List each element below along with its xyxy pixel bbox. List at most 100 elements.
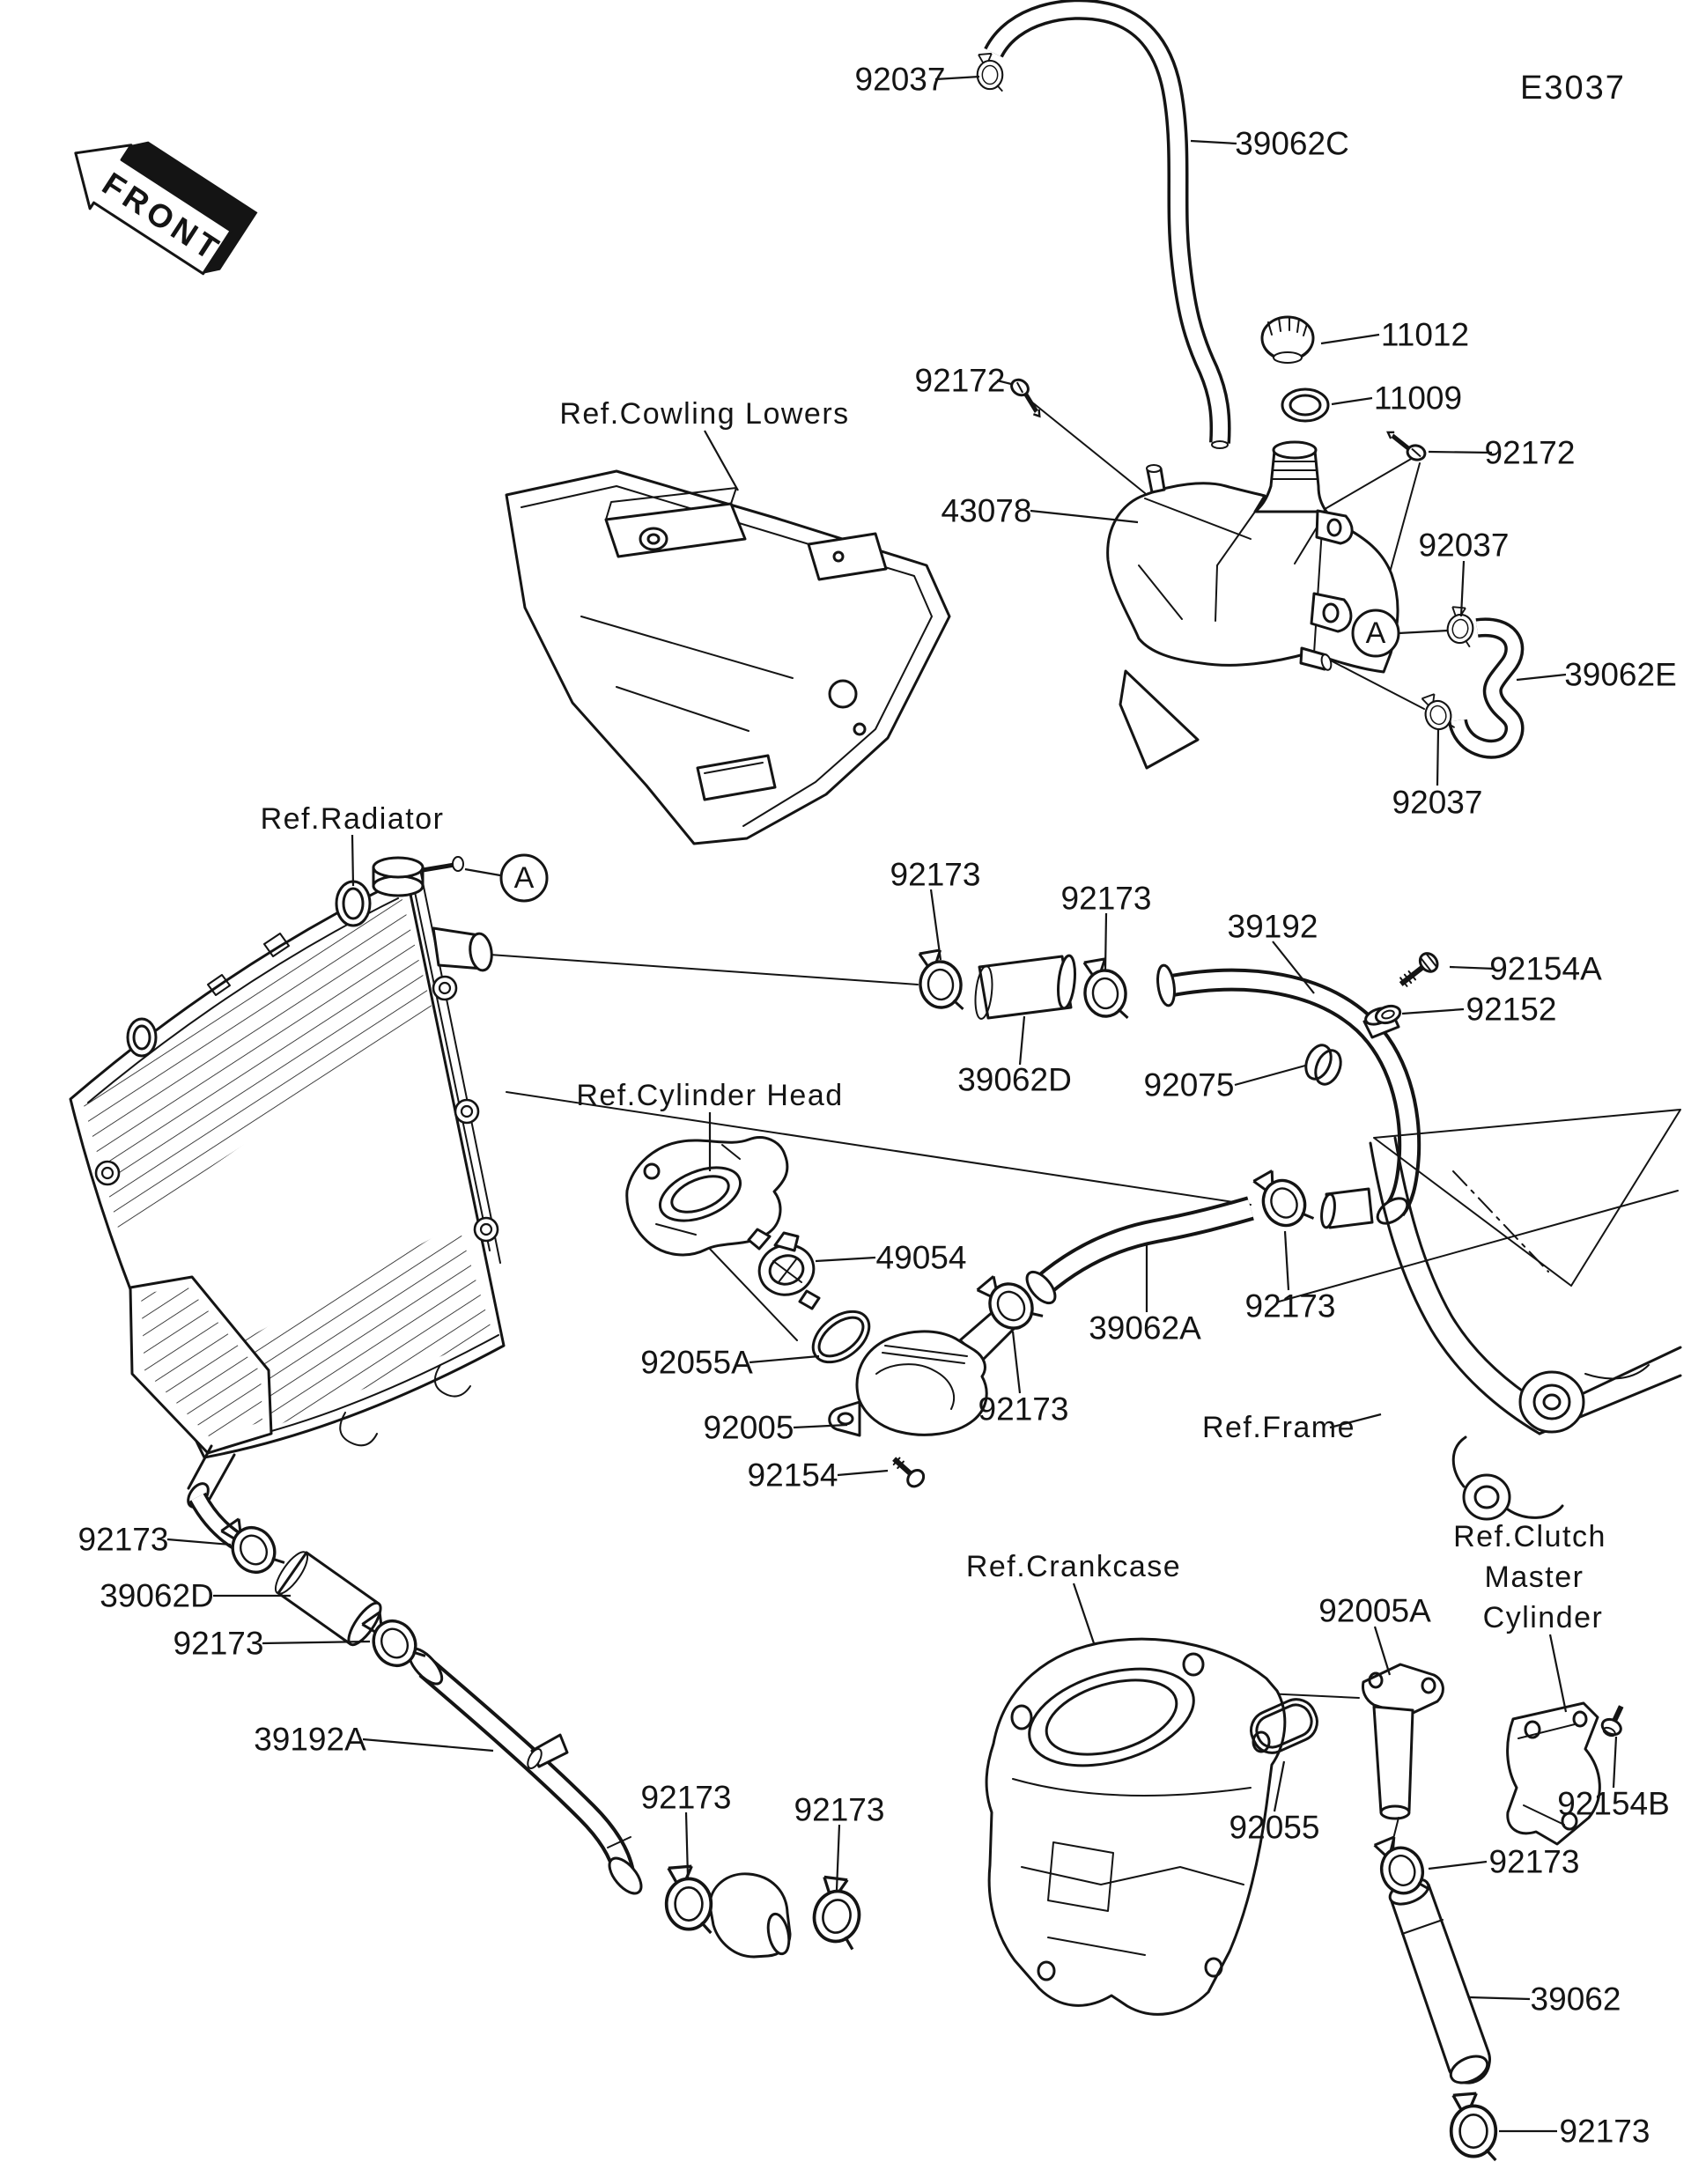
ref-cylinder-head: Ref.Cylinder Head: [576, 1079, 843, 1112]
front-arrow-face: [74, 144, 233, 276]
thermostat-49054: [747, 1228, 821, 1310]
part-label-92173-rad2: 92173: [174, 1626, 264, 1662]
tube-39062d-mid: [974, 954, 1076, 1020]
part-label-92173-bl1: 92173: [641, 1780, 732, 1816]
radiator-mount-ring: [126, 1017, 158, 1058]
cap-11012: [1260, 315, 1315, 364]
oring-92055: [1250, 1698, 1318, 1754]
part-label-92075-leader: [1234, 1064, 1306, 1087]
elbow-39062b: [708, 1872, 792, 1959]
reserve-tank-43078: [1106, 440, 1399, 674]
callout-a-tank-letter: A: [1366, 616, 1386, 650]
part-label-92037-bottom-leader: [1436, 728, 1440, 786]
part-label-92173-bl1-leader: [684, 1811, 690, 1878]
part-label-92154a: 92154A: [1489, 951, 1602, 987]
bolt-92154b: [1600, 1705, 1624, 1738]
front-arrow-extrusion: [122, 141, 258, 274]
radiator-filler-neck: [372, 856, 464, 897]
ref-clutch-line1: Ref.Clutch: [1453, 1520, 1606, 1553]
part-label-92152-leader: [1401, 1007, 1465, 1015]
part-label-39192a: 39192A: [254, 1722, 366, 1758]
part-label-92173-bottom: 92173: [1560, 2114, 1650, 2150]
ref-crankcase-leader: [1072, 1583, 1096, 1644]
bolt-92154a: [1399, 952, 1439, 987]
gasket-11009: [1281, 387, 1330, 423]
part-label-92055-leader: [1273, 1760, 1286, 1812]
part-label-92173-m1-leader: [929, 889, 942, 961]
part-label-92173-junction-leader: [1283, 1230, 1290, 1291]
part-label-92075: 92075: [1144, 1067, 1235, 1103]
part-label-43078: 43078: [941, 493, 1032, 529]
ref-radiator-leader: [351, 834, 355, 887]
radiator-grommet: [432, 975, 458, 1001]
part-label-92173-m2: 92173: [1061, 881, 1152, 917]
part-label-92172-right: 92172: [1485, 435, 1576, 471]
ref-cowling-lowers-leader: [704, 430, 739, 491]
radiator-grommet: [473, 1216, 499, 1243]
part-label-39192a-leader: [362, 1738, 494, 1752]
part-label-92173-br: 92173: [1489, 1844, 1580, 1880]
part-label-49054-leader: [815, 1256, 876, 1263]
radiator-grommet: [94, 1160, 121, 1186]
part-label-43078-leader: [1030, 509, 1139, 524]
part-label-92173-rad2-leader: [262, 1640, 371, 1645]
part-label-92154a-leader: [1449, 965, 1495, 970]
ref-frame: Ref.Frame: [1202, 1411, 1355, 1444]
part-label-11009-leader: [1331, 396, 1373, 406]
hose-39062a: [1025, 1196, 1254, 1305]
ref-frame-leader: [1329, 1413, 1382, 1429]
part-label-39062e-leader: [1516, 673, 1567, 682]
part-label-39192-leader: [1272, 941, 1315, 994]
part-label-39062d-mid-leader: [1018, 1015, 1026, 1066]
part-label-92154b: 92154B: [1557, 1786, 1670, 1822]
part-label-11012-leader: [1320, 333, 1380, 345]
ref-clutch-line3-leader: [1548, 1634, 1568, 1713]
part-label-92173-bl2-leader: [835, 1824, 841, 1891]
joint-92075: [1304, 1044, 1342, 1086]
cylinder-head: [625, 1136, 789, 1257]
part-label-39192: 39192: [1228, 909, 1318, 945]
part-label-92055: 92055: [1229, 1810, 1320, 1846]
part-label-39062d-mid: 39062D: [957, 1062, 1072, 1098]
part-label-92173-rad1: 92173: [78, 1522, 169, 1558]
fitting-92005a: [1362, 1663, 1444, 1854]
pipe-39192a: [407, 1647, 643, 1895]
part-label-39062: 39062: [1531, 1981, 1621, 2018]
part-label-39062c-leader: [1190, 139, 1237, 145]
part-label-92173-pump-leader: [1011, 1331, 1022, 1394]
part-label-39062c: 39062C: [1235, 126, 1349, 162]
callout-a-radiator-leader: [464, 867, 501, 877]
part-label-92037-right-leader: [1459, 560, 1466, 617]
part-label-92005a: 92005A: [1318, 1593, 1431, 1629]
part-label-92005: 92005: [704, 1410, 794, 1446]
part-label-92173-rad1-leader: [166, 1538, 232, 1546]
part-label-92173-junction: 92173: [1245, 1288, 1336, 1324]
part-label-92173-m2-leader: [1104, 912, 1108, 971]
part-label-92037-bottom: 92037: [1392, 785, 1483, 821]
part-label-92154b-leader: [1612, 1736, 1618, 1789]
part-label-92055a: 92055A: [640, 1345, 753, 1381]
part-label-92172-right-leader: [1428, 450, 1493, 454]
ref-clutch-line2: Master: [1485, 1561, 1584, 1594]
clutch-master-cylinder-bracket: [1506, 1701, 1601, 1846]
part-label-39062e: 39062E: [1564, 657, 1677, 693]
part-label-92172-left-leader: [996, 379, 1012, 386]
part-label-39062a: 39062A: [1089, 1310, 1201, 1347]
ref-radiator: Ref.Radiator: [261, 802, 445, 836]
part-label-92005a-leader: [1373, 1626, 1392, 1676]
part-label-92152: 92152: [1466, 992, 1557, 1028]
part-label-92037-top: 92037: [855, 62, 946, 98]
cowling-lower-panel: [505, 469, 1200, 845]
stub-union: [1320, 1187, 1374, 1229]
hose-39062c: [984, 0, 1231, 449]
part-label-92037-top-leader: [934, 75, 980, 81]
callout-a-tank-leader: [1398, 629, 1449, 635]
part-label-92037-right: 92037: [1419, 528, 1510, 564]
air-bleed-bolt: [452, 856, 464, 872]
annotation-layer: 9203739062C11012110099217292172430789203…: [78, 62, 1677, 2150]
part-label-92173-pump: 92173: [978, 1391, 1069, 1428]
part-label-49054: 49054: [876, 1240, 967, 1276]
callout-a-tank-circle: [1351, 609, 1400, 658]
ref-clutch-line3: Cylinder: [1483, 1601, 1604, 1634]
diagram-code: E3037: [1520, 70, 1626, 107]
